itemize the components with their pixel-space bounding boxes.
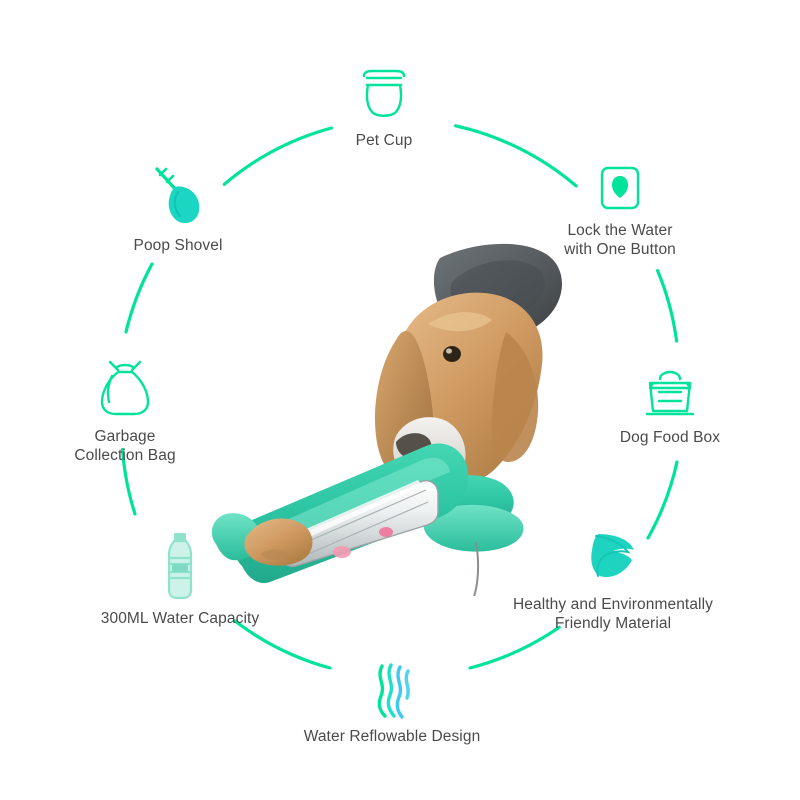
pet-cup-icon xyxy=(354,66,414,124)
dog-eye-glint xyxy=(446,348,452,354)
feature-node-water-reflow[interactable]: Water Reflowable Design xyxy=(272,660,512,746)
feature-node-pet-cup[interactable]: Pet Cup xyxy=(264,66,504,150)
dog-head xyxy=(399,292,543,485)
feature-label: 300ML Water Capacity xyxy=(100,610,260,627)
bottle-water-window xyxy=(281,480,439,568)
dog-saddle-shadow xyxy=(450,260,545,322)
feature-label: Water Reflowable Design xyxy=(303,728,481,745)
poop-shovel-icon xyxy=(147,165,209,229)
feature-node-garbage-bag[interactable]: Garbage Collection Bag xyxy=(5,358,245,465)
dog-tongue xyxy=(414,471,451,503)
ring-arc-8 xyxy=(124,262,154,334)
feature-label: Lock the Water with One Button xyxy=(564,222,676,258)
dog-brow-highlight xyxy=(428,312,492,332)
feature-label: Pet Cup xyxy=(355,132,413,149)
bottle-window-gloss xyxy=(290,480,422,544)
feature-node-poop-shovel[interactable]: Poop Shovel xyxy=(58,165,298,255)
dog-nose xyxy=(396,433,432,461)
dog-tongue-shine xyxy=(424,476,443,484)
dog-muzzle xyxy=(393,417,466,491)
dog-ear-far xyxy=(491,332,539,462)
collar-accent xyxy=(333,546,351,558)
garbage-bag-icon xyxy=(96,358,154,420)
bottle-lanyard xyxy=(473,541,480,596)
ring-arc-4 xyxy=(646,460,679,540)
ring-arc-3 xyxy=(656,269,679,343)
bottle-nozzle-end xyxy=(422,475,514,532)
leaf-icon xyxy=(584,528,642,588)
feature-node-water-capacity[interactable]: 300ML Water Capacity xyxy=(60,530,300,628)
feature-label: Dog Food Box xyxy=(619,429,721,446)
dog-eye xyxy=(443,346,461,362)
water-waves-icon xyxy=(364,660,420,720)
feature-node-dog-food-box[interactable]: Dog Food Box xyxy=(550,369,790,447)
feature-node-lock-water[interactable]: Lock the Water with One Button xyxy=(500,162,740,259)
feature-label: Poop Shovel xyxy=(133,237,223,254)
lock-button-icon xyxy=(596,162,644,214)
dog-food-box-icon xyxy=(640,369,700,421)
feature-node-healthy-material[interactable]: Healthy and Environmentally Friendly Mat… xyxy=(493,528,733,633)
water-bottle-icon xyxy=(159,530,201,602)
feature-label: Healthy and Environmentally Friendly Mat… xyxy=(513,596,713,632)
feature-label: Garbage Collection Bag xyxy=(74,428,176,464)
bottle-window-scale-lines xyxy=(301,489,429,557)
collar-accent-2 xyxy=(379,527,393,537)
dog-ear-near xyxy=(374,331,435,485)
